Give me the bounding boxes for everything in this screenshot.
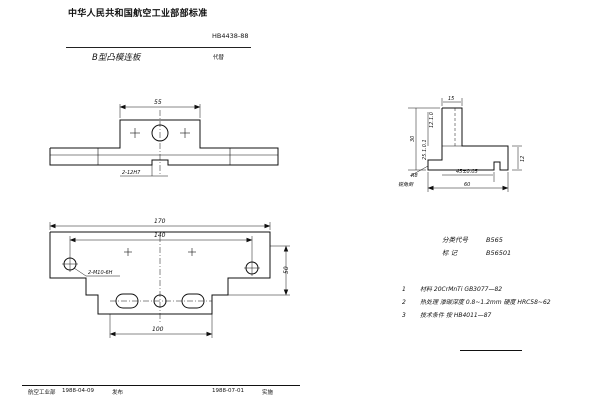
note-text-1: 材料 20CrMnTi GB3077—82 xyxy=(420,286,503,293)
signature-rule xyxy=(460,350,522,351)
footer-rule xyxy=(22,385,300,386)
dim-top-overall: 170 xyxy=(154,218,166,225)
note-text-3: 技术条件 按 HB4011—87 xyxy=(420,312,492,319)
footer-impl-label: 实施 xyxy=(262,390,274,396)
header-rule xyxy=(66,47,251,48)
footer-issuer: 航空工业部 xyxy=(28,390,56,396)
top-view xyxy=(49,222,290,338)
dim-side-inner: 25.1.0.1 xyxy=(422,139,428,160)
note-num-1: 1 xyxy=(402,286,406,293)
standard-header: 中华人民共和国航空工业部部标准 xyxy=(68,9,208,19)
code-value: B565 xyxy=(486,236,503,244)
dim-side-length: 60 xyxy=(464,182,470,188)
dim-top-pitch: 140 xyxy=(154,232,166,239)
code-label: 分类代号 xyxy=(442,236,468,244)
dim-side-mid: 45±0.05 xyxy=(456,169,478,175)
dim-side-height: 30 xyxy=(410,136,416,142)
footer-impl-date: 1988-07-01 xyxy=(212,388,244,394)
dim-front-width: 55 xyxy=(154,99,162,106)
symbol-label: 标 记 xyxy=(442,249,458,257)
dim-top-bolt: 2-M10-6H xyxy=(88,270,113,276)
symbol-value: B56501 xyxy=(486,249,512,257)
dim-side-r: R8 xyxy=(411,173,418,179)
front-view xyxy=(49,104,279,177)
footer-issue-label: 发布 xyxy=(112,390,124,396)
part-title: B型凸模连板 xyxy=(92,53,141,63)
dim-side-top: 15 xyxy=(448,96,454,102)
dim-side-bevel: 锐角倒 xyxy=(398,181,414,188)
note-num-3: 3 xyxy=(402,312,406,319)
dim-side-step: 12 xyxy=(520,156,526,162)
dim-top-height: 50 xyxy=(283,266,290,274)
dim-top-bottom: 100 xyxy=(152,326,164,333)
note-text-2: 热处理 渗碳深度 0.8~1.2mm 硬度 HRC58~62 xyxy=(420,299,551,306)
footer-issue-date: 1988-04-09 xyxy=(62,388,94,394)
standard-number: HB4438-88 xyxy=(212,32,249,40)
replace-label: 代替 xyxy=(213,55,225,61)
note-num-2: 2 xyxy=(402,299,406,306)
side-view xyxy=(408,98,522,192)
dim-front-hole: 2-12H7 xyxy=(122,170,141,176)
dim-side-thickness: 12.1.0 xyxy=(429,112,435,128)
